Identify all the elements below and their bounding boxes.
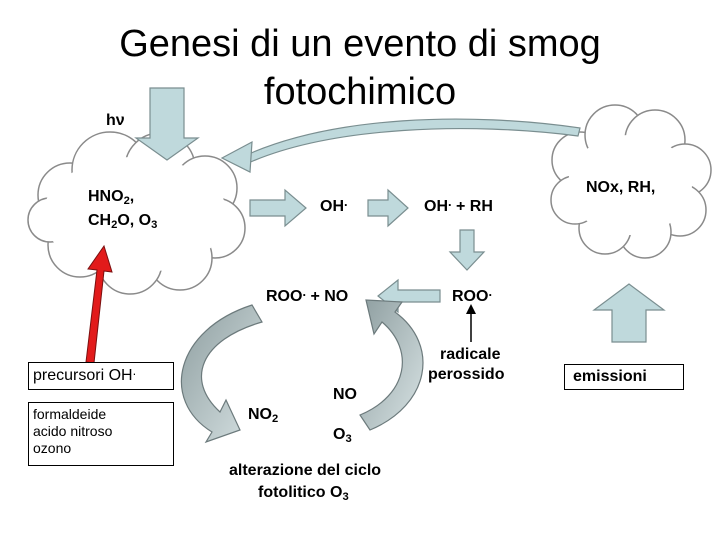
o3-letter: O	[333, 426, 346, 443]
right-cloud-label: NOx, RH,	[586, 179, 656, 196]
cycle-right-arc	[359, 299, 424, 431]
right-cloud-inner	[568, 135, 692, 235]
radicale-line-1: radicale	[440, 346, 501, 363]
roo-dot: .	[488, 283, 493, 299]
light-label: hν	[106, 112, 125, 129]
emissions-up-arrow	[592, 283, 666, 343]
alterazione-line-2: fotolitico O3	[258, 484, 349, 503]
hno2-comma: ,	[129, 188, 135, 205]
o3-sub: 3	[345, 432, 352, 445]
precursori-item: acido nitroso	[33, 423, 113, 439]
precursori-heading: precursori OH.	[33, 364, 136, 385]
radicale-line-2: perossido	[428, 366, 505, 383]
oh-text: OH	[320, 198, 344, 215]
left-cloud-line-1: HNO2,	[88, 188, 134, 207]
page-title-line-1: Genesi di un evento di smog	[119, 23, 601, 65]
roo-plus-no: ROO. + NO	[266, 285, 349, 306]
precursori-heading-box: precursori OH.	[28, 362, 174, 390]
right-arrow-to-oh-rh	[367, 188, 409, 228]
oh-plus-rh: OH. + RH	[424, 195, 493, 216]
red-precursor-arrow	[85, 244, 113, 364]
oh-rh-oh: OH	[424, 198, 448, 215]
hno2-text: HNO	[88, 188, 124, 205]
light-down-arrow	[134, 87, 200, 161]
alterazione-subscript: 3	[342, 490, 349, 503]
precursori-item: ozono	[33, 440, 72, 456]
oh-radical: OH.	[320, 195, 348, 216]
o3-subscript: 3	[151, 218, 158, 231]
left-cloud-inner	[43, 157, 227, 273]
ch2o-subscript: 2	[111, 218, 118, 231]
alterazione-text: fotolitico O	[258, 484, 343, 501]
roo-text: ROO	[452, 288, 489, 305]
cycle-left-arc	[180, 304, 263, 444]
roo-no-roo: ROO	[266, 288, 303, 305]
ch2o-text: CH	[88, 212, 112, 229]
roo-radical: ROO.	[452, 285, 492, 306]
pointer-line-roo-head	[466, 304, 476, 314]
alterazione-line-1: alterazione del ciclo	[229, 462, 382, 479]
no2-label: NO2	[248, 406, 278, 425]
right-arrow-to-oh	[249, 188, 307, 228]
left-cloud-line-2: CH2O, O3	[88, 212, 157, 231]
no2-subscript: 2	[272, 412, 279, 425]
precursori-list-box: formaldeide acido nitroso ozono	[28, 402, 174, 466]
curved-transport-arrow	[238, 118, 581, 165]
emissioni-box: emissioni	[564, 364, 684, 390]
page-title-line-2: fotochimico	[263, 71, 457, 113]
precursori-heading-text: precursori OH	[33, 367, 133, 384]
precursori-heading-dot: .	[132, 362, 137, 378]
down-arrow-to-roo	[448, 229, 486, 271]
hno2-subscript: 2	[123, 194, 130, 207]
precursori-item: formaldeide	[33, 406, 107, 422]
no-label: NO	[333, 386, 357, 403]
emissioni-label: emissioni	[573, 368, 647, 385]
oh-rh-dot: .	[448, 193, 452, 209]
no2-text: NO	[248, 406, 272, 423]
oh-rh-rest: + RH	[451, 198, 493, 215]
o3-label: O3	[333, 426, 352, 445]
o3-text: O, O	[117, 212, 152, 229]
oh-dot: .	[344, 193, 348, 209]
roo-no-rest: + NO	[306, 288, 349, 305]
curved-arrow-head	[220, 140, 253, 173]
roo-no-dot: .	[302, 283, 307, 299]
